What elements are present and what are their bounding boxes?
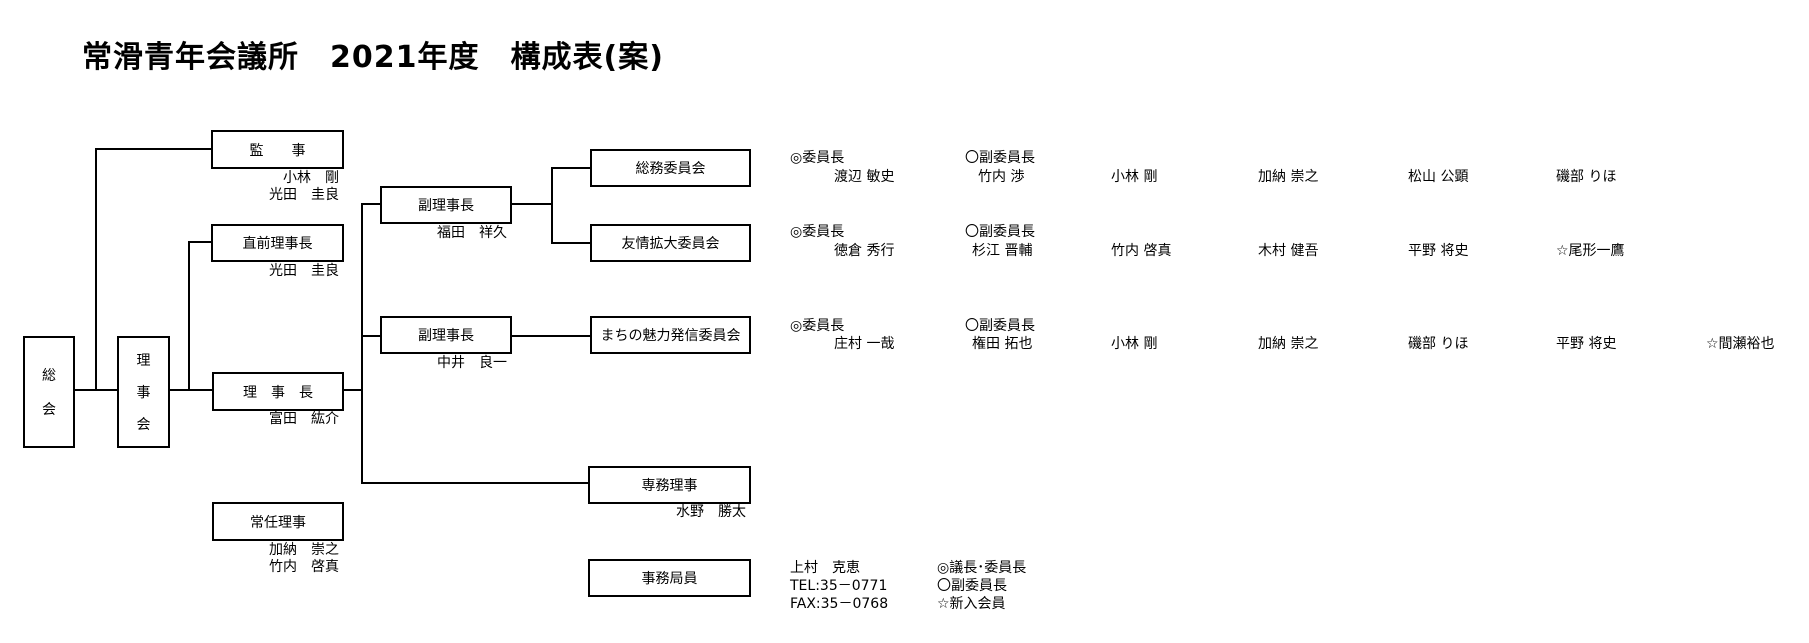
connector-line [551, 167, 553, 244]
connector-line [95, 148, 97, 391]
connector-line [343, 389, 363, 391]
committee-box: 総務委員会 [590, 149, 751, 187]
connector-line [169, 389, 212, 391]
standing-director-name: 加納 崇之 [269, 542, 339, 558]
auditor-box: 監 事 [211, 130, 344, 169]
past-president-box: 直前理事長 [211, 224, 344, 262]
committee-box: 友情拡大委員会 [590, 224, 751, 262]
member-name: ☆間瀬裕也 [1706, 336, 1775, 352]
member-name: 竹内 啓真 [1111, 243, 1172, 259]
connector-line [361, 203, 380, 205]
chair-label: ◎委員長 [790, 150, 845, 166]
connector-line [361, 335, 380, 337]
connector-line [95, 148, 211, 150]
past-president-name: 光田 圭良 [269, 263, 339, 279]
auditor-name: 小林 剛 [283, 170, 339, 186]
member-name: 松山 公顕 [1408, 169, 1469, 185]
member-name: 加納 崇之 [1258, 169, 1319, 185]
board-char: 事 [136, 385, 151, 401]
page-title: 常滑青年会議所 2021年度 構成表(案) [82, 40, 664, 75]
secretariat-tel: TEL:35－0771 [790, 578, 888, 594]
board-box: 理 事 会 [117, 336, 170, 448]
secretariat-fax: FAX:35－0768 [790, 596, 889, 612]
member-name: 磯部 りほ [1556, 169, 1617, 185]
chair-name: 庄村 一哉 [834, 336, 895, 352]
general-assembly-box: 総 会 [23, 336, 75, 448]
vice-label: 〇副委員長 [965, 318, 1035, 334]
connector-line [511, 203, 553, 205]
member-name: 加納 崇之 [1258, 336, 1319, 352]
vice-president-name: 福田 祥久 [437, 225, 507, 241]
standing-directors-box: 常任理事 [212, 502, 344, 541]
board-char: 会 [136, 417, 151, 433]
vice-name: 権田 拓也 [972, 336, 1033, 352]
connector-line [361, 482, 588, 484]
vice-president-box: 副理事長 [380, 186, 512, 224]
member-name: 木村 健吾 [1258, 243, 1319, 259]
auditor-name: 光田 圭良 [269, 187, 339, 203]
president-name: 富田 紘介 [269, 411, 339, 427]
member-name: 小林 剛 [1111, 169, 1158, 185]
general-assembly-char: 総 [42, 368, 56, 385]
legend-item: ☆新入会員 [937, 596, 1006, 612]
chair-label: ◎委員長 [790, 224, 845, 240]
standing-director-name: 竹内 啓真 [269, 559, 339, 575]
president-box: 理 事 長 [212, 372, 344, 411]
vice-label: 〇副委員長 [965, 150, 1035, 166]
member-name: 平野 将史 [1556, 336, 1617, 352]
executive-director-name: 水野 勝太 [676, 504, 746, 520]
connector-line [361, 203, 363, 484]
secretariat-name: 上村 克恵 [790, 560, 860, 576]
vice-president-box: 副理事長 [380, 316, 512, 354]
connector-line [188, 241, 211, 243]
member-name: ☆尾形一鷹 [1556, 243, 1625, 259]
member-name: 平野 将史 [1408, 243, 1469, 259]
connector-line [551, 167, 590, 169]
chair-name: 渡辺 敏史 [834, 169, 895, 185]
board-char: 理 [136, 353, 151, 369]
member-name: 小林 剛 [1111, 336, 1158, 352]
connector-line [551, 242, 590, 244]
executive-director-box: 専務理事 [588, 466, 751, 504]
connector-line [188, 241, 190, 391]
chair-name: 徳倉 秀行 [834, 243, 895, 259]
vice-name: 杉江 晋輔 [972, 243, 1033, 259]
member-name: 磯部 りほ [1408, 336, 1469, 352]
legend-item: ◎議長･委員長 [937, 560, 1027, 576]
connector-line [511, 335, 590, 337]
general-assembly-char: 会 [42, 401, 56, 418]
vice-label: 〇副委員長 [965, 224, 1035, 240]
chair-label: ◎委員長 [790, 318, 845, 334]
vice-president-name: 中井 良一 [437, 355, 507, 371]
committee-box: まちの魅力発信委員会 [590, 316, 751, 354]
vice-name: 竹内 渉 [978, 169, 1025, 185]
legend-item: 〇副委員長 [937, 578, 1007, 594]
secretariat-box: 事務局員 [588, 559, 751, 597]
